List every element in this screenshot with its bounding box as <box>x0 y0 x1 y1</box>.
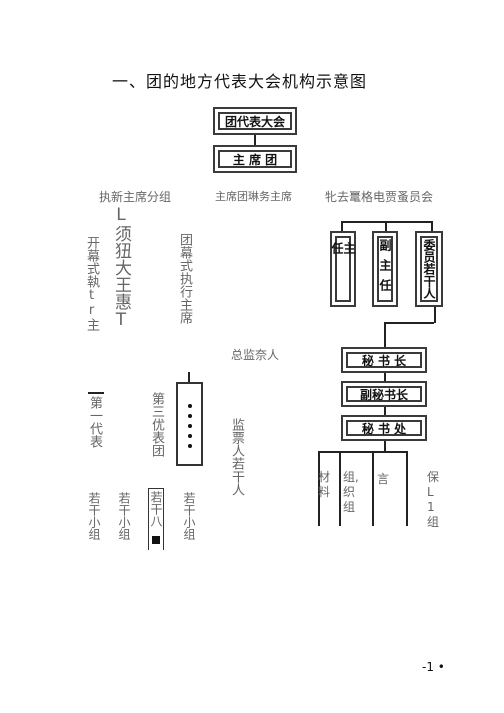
secretary-general-box: 秘 书 长 <box>341 347 427 373</box>
secretariat-office-box: 秘 书 处 <box>341 415 427 441</box>
chief-supervisor-label: 总监奈人 <box>231 348 280 362</box>
vice-chair-box: 副主任 <box>372 231 398 307</box>
ellipsis-dot <box>188 414 192 418</box>
presidium-box: 主 席 团 <box>213 145 297 173</box>
members-label: 委员若干人 <box>420 236 438 302</box>
unit-divider <box>406 451 408 526</box>
supervisors-label: 监票人若干人 <box>229 418 244 496</box>
vice-chair-label: 副主任 <box>377 236 393 302</box>
ellipsis-dot <box>188 444 192 448</box>
delegation-bracket-top <box>188 372 190 382</box>
group-label-2: 若干小组 <box>117 492 131 540</box>
unit-divider <box>372 451 374 526</box>
connector-line <box>384 322 386 347</box>
header-middle: 主席团琳务主席 <box>215 190 292 203</box>
unit-bus-line <box>318 451 406 453</box>
secretariat-office-label: 秘 书 处 <box>346 420 422 436</box>
header-right: 牝去鼍格电贾蚤员会 <box>325 190 434 204</box>
connector-line <box>384 441 386 451</box>
members-box: 委员若干人 <box>415 231 443 307</box>
deputy-secretary-box: 副秘书长 <box>341 381 427 407</box>
vertical-text-col3: 团幕式执行主席 <box>177 233 192 324</box>
committee-drop-1 <box>341 221 343 231</box>
delegation-ellipsis-box <box>176 382 203 466</box>
unit-materials: 材料 <box>318 470 331 499</box>
chair-label: 主任 <box>330 236 356 302</box>
unit-divider <box>318 451 320 526</box>
deputy-secretary-label: 副秘书长 <box>346 386 422 402</box>
group-3: 若干八 <box>148 488 164 550</box>
third-delegation-label: 第三优表团 <box>149 392 164 457</box>
connector-line <box>384 322 434 324</box>
ellipsis-dot <box>188 404 192 408</box>
chair-box: 主任 <box>330 231 356 307</box>
group-label-1: 若干小组 <box>87 492 101 540</box>
congress-box: 团代表大会 <box>213 107 297 135</box>
connector-line <box>384 407 386 415</box>
connector-line <box>384 373 386 381</box>
page-number: -1 • <box>422 660 445 674</box>
vertical-text-col1: 开幕式執tr主 <box>84 236 99 331</box>
vertical-text-col2: L须狃大王惠T <box>111 205 131 330</box>
page-title: 一、团的地方代表大会机构示意图 <box>112 72 368 91</box>
first-delegation-label: 第一代表 <box>87 396 102 448</box>
header-left: 执新主席分组 <box>99 190 172 204</box>
unit-organization: 组,织组 <box>343 470 359 514</box>
first-delegation-bar <box>88 392 104 394</box>
committee-drop-3 <box>431 221 433 231</box>
unit-divider <box>339 451 341 526</box>
ellipsis-dot <box>188 424 192 428</box>
ellipsis-dot <box>188 434 192 438</box>
connector-line <box>254 135 256 145</box>
unit-publicity: 言 <box>377 472 390 486</box>
group-label-4: 若干小组 <box>182 492 196 540</box>
committee-bus-line <box>341 221 432 223</box>
filled-square <box>150 529 162 548</box>
group-label-3: 若干八 <box>149 491 163 527</box>
presidium-label: 主 席 团 <box>218 150 292 168</box>
secretary-general-label: 秘 书 长 <box>346 352 422 368</box>
unit-security: 保L1组 <box>427 470 440 529</box>
congress-label: 团代表大会 <box>218 112 292 130</box>
committee-drop-2 <box>385 221 387 231</box>
connector-line <box>434 307 436 323</box>
